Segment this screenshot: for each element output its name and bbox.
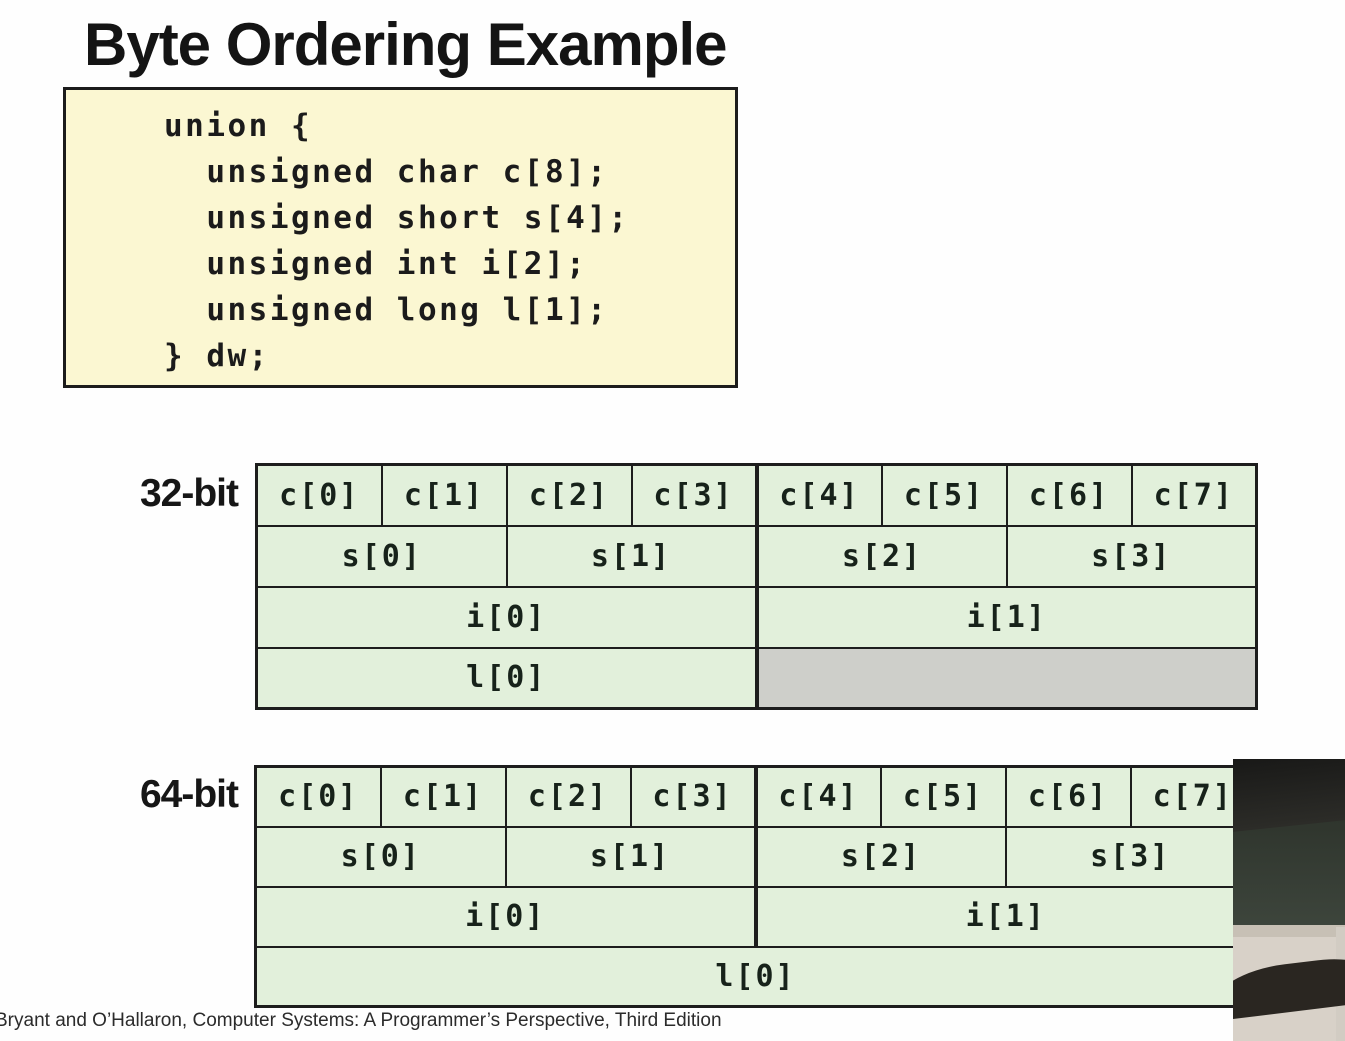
cell-32-c6: c[6] bbox=[1005, 463, 1133, 527]
row-longs-32: l[0] bbox=[255, 646, 1258, 710]
cell-64-i0: i[0] bbox=[254, 885, 757, 948]
row-shorts-64: s[0] s[1] s[2] s[3] bbox=[254, 825, 1257, 888]
memory-layout-64bit: c[0] c[1] c[2] c[3] c[4] c[5] c[6] c[7] … bbox=[254, 765, 1257, 1008]
classroom-video-overlay bbox=[1233, 759, 1345, 1041]
cell-32-c0: c[0] bbox=[255, 463, 383, 527]
cell-32-s2: s[2] bbox=[754, 524, 1008, 588]
cell-64-c1: c[1] bbox=[379, 765, 507, 828]
cell-32-c7: c[7] bbox=[1130, 463, 1258, 527]
row-chars-32: c[0] c[1] c[2] c[3] c[4] c[5] c[6] c[7] bbox=[255, 463, 1258, 527]
cell-64-s0: s[0] bbox=[254, 825, 507, 888]
layout-table-64bit: c[0] c[1] c[2] c[3] c[4] c[5] c[6] c[7] … bbox=[254, 765, 1257, 1008]
cell-64-l0: l[0] bbox=[254, 945, 1257, 1008]
row-chars-64: c[0] c[1] c[2] c[3] c[4] c[5] c[6] c[7] bbox=[254, 765, 1257, 828]
overlay-chalk-tray bbox=[1233, 925, 1345, 937]
row-ints-32: i[0] i[1] bbox=[255, 585, 1258, 649]
overlay-dark-beam bbox=[1233, 759, 1345, 833]
cell-32-c5: c[5] bbox=[880, 463, 1008, 527]
label-32bit: 32-bit bbox=[139, 471, 239, 515]
cell-32-l0: l[0] bbox=[255, 646, 758, 710]
page-title: Byte Ordering Example bbox=[84, 11, 728, 78]
attribution-footer: Bryant and O’Hallaron, Computer Systems:… bbox=[0, 1010, 722, 1031]
cell-32-c1: c[1] bbox=[380, 463, 508, 527]
row-ints-64: i[0] i[1] bbox=[254, 885, 1257, 948]
cell-32-i1: i[1] bbox=[754, 585, 1258, 649]
overlay-chalkboard bbox=[1233, 813, 1345, 927]
cell-64-s2: s[2] bbox=[753, 825, 1007, 888]
cell-64-c3: c[3] bbox=[629, 765, 757, 828]
cell-64-c4: c[4] bbox=[753, 765, 882, 828]
row-longs-64: l[0] bbox=[254, 945, 1257, 1008]
cell-64-c0: c[0] bbox=[254, 765, 382, 828]
cell-64-s1: s[1] bbox=[504, 825, 757, 888]
cell-64-c6: c[6] bbox=[1004, 765, 1132, 828]
cell-32-c2: c[2] bbox=[505, 463, 633, 527]
cell-64-i1: i[1] bbox=[753, 885, 1257, 948]
label-64bit: 64-bit bbox=[139, 773, 239, 816]
layout-table-32bit: c[0] c[1] c[2] c[3] c[4] c[5] c[6] c[7] … bbox=[255, 463, 1258, 710]
cell-32-s1: s[1] bbox=[505, 524, 758, 588]
cell-64-s3: s[3] bbox=[1004, 825, 1257, 888]
row-shorts-32: s[0] s[1] s[2] s[3] bbox=[255, 524, 1258, 588]
memory-layout-32bit: c[0] c[1] c[2] c[3] c[4] c[5] c[6] c[7] … bbox=[255, 463, 1258, 710]
cell-32-c3: c[3] bbox=[630, 463, 758, 527]
cell-32-c4: c[4] bbox=[754, 463, 883, 527]
cell-32-s3: s[3] bbox=[1005, 524, 1258, 588]
cell-32-i0: i[0] bbox=[255, 585, 758, 649]
cell-64-c5: c[5] bbox=[879, 765, 1007, 828]
cell-64-c2: c[2] bbox=[504, 765, 632, 828]
union-code-block: union { unsigned char c[8]; unsigned sho… bbox=[63, 87, 738, 388]
cell-32-s0: s[0] bbox=[255, 524, 508, 588]
cell-32-unused bbox=[754, 646, 1258, 710]
